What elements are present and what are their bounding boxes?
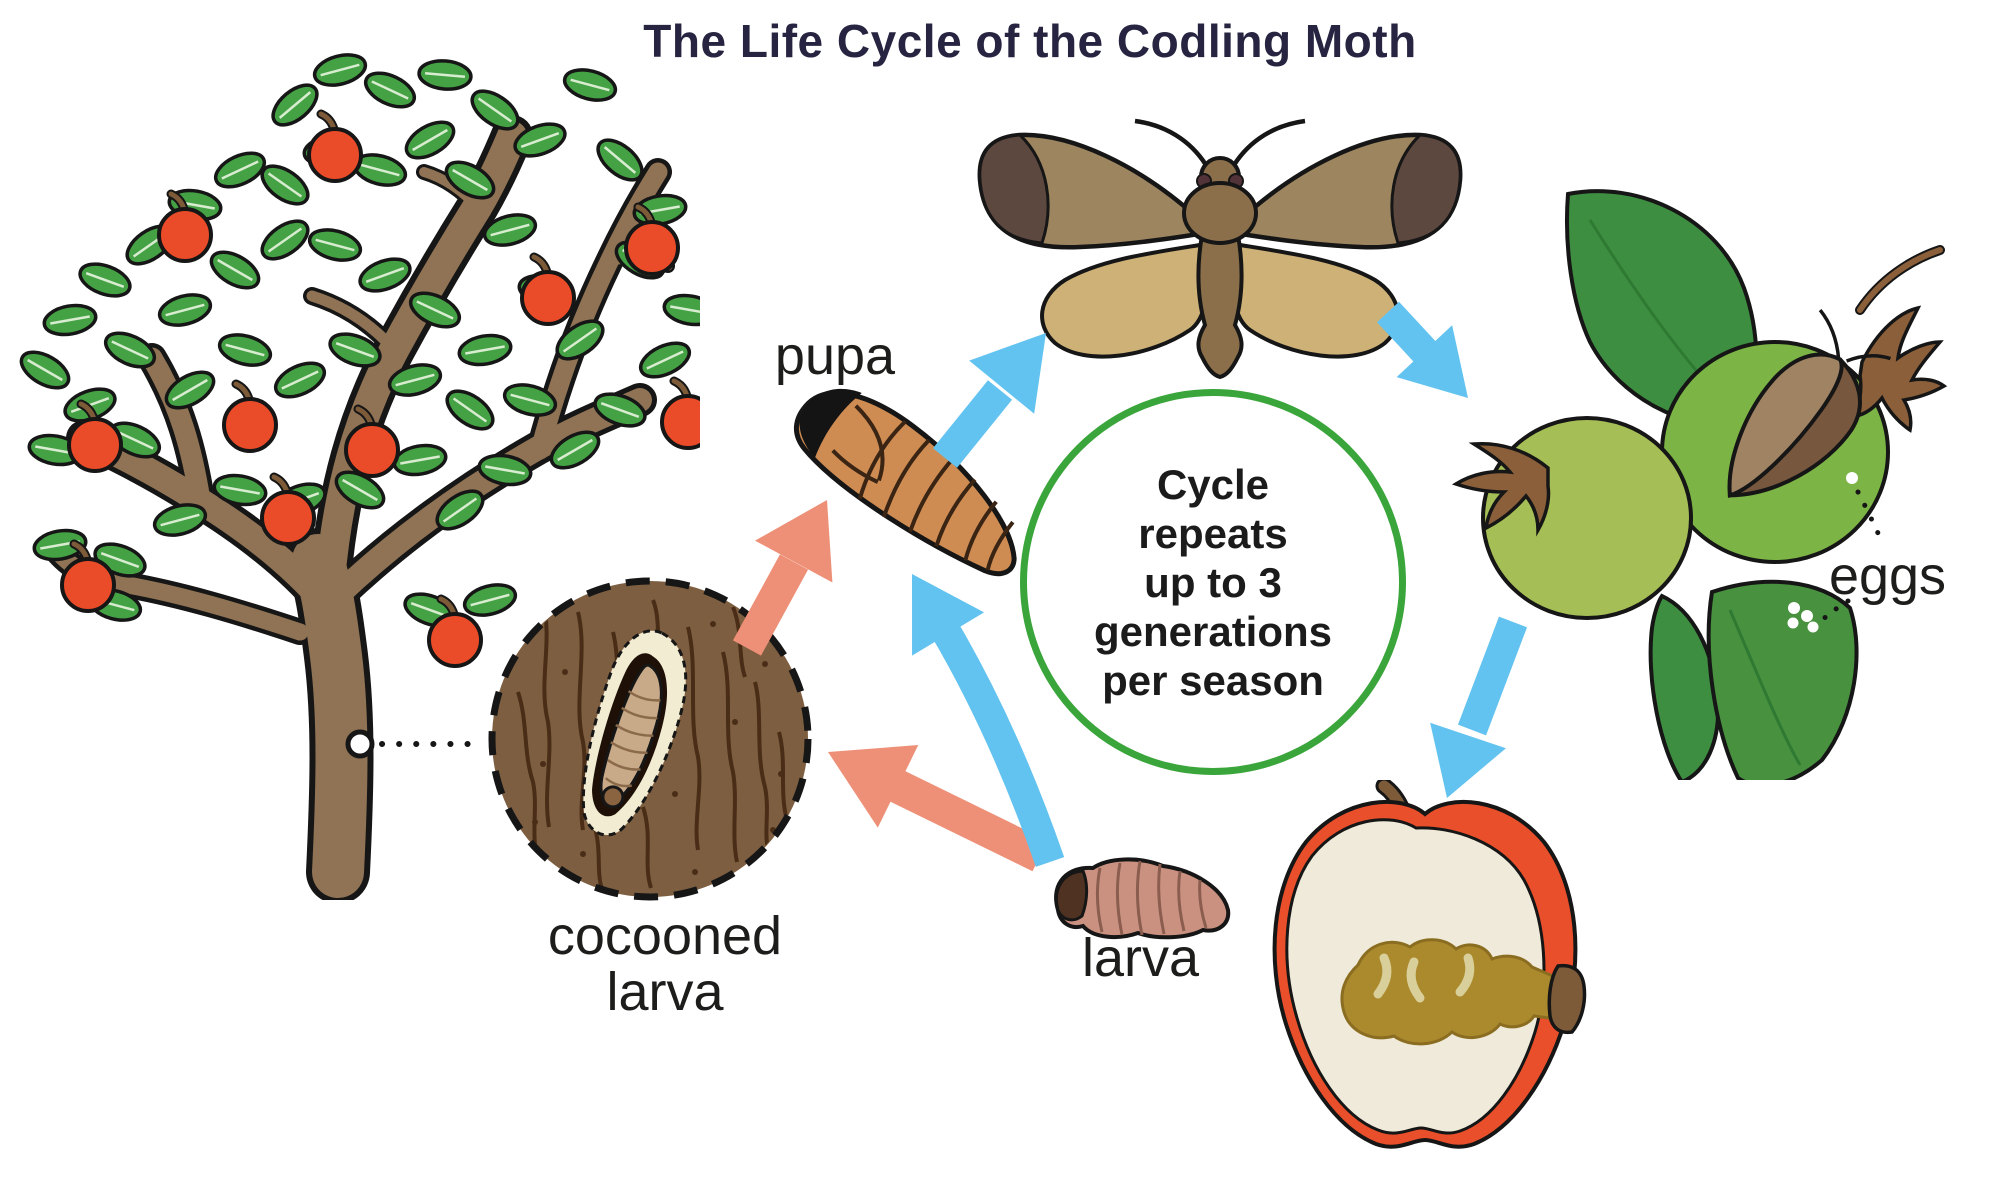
tree-leaves bbox=[13, 47, 700, 634]
tunnel-larva-marks bbox=[1373, 953, 1475, 1003]
pupa-body bbox=[793, 390, 1017, 577]
moth-body bbox=[1182, 156, 1258, 380]
label-eggs: eggs bbox=[1828, 546, 1947, 606]
larva-head bbox=[1055, 869, 1089, 922]
cycle-note-line: Cycle bbox=[1156, 460, 1270, 508]
pupa-illustration bbox=[793, 388, 1017, 577]
fruit-calyx-right bbox=[1853, 305, 1948, 433]
cycle-note-line: generations bbox=[1093, 607, 1333, 655]
cycle-note-line: per season bbox=[1102, 656, 1324, 704]
tunnel-entry-hole bbox=[1547, 963, 1587, 1035]
cocoon bbox=[581, 629, 688, 837]
moth-forewings bbox=[977, 132, 1463, 250]
label-larva: larva bbox=[1081, 928, 1200, 988]
cocooned-larva-bark-inset-illustration bbox=[488, 577, 812, 901]
egg-dot bbox=[1846, 472, 1858, 484]
dashed-inset-border bbox=[488, 577, 812, 901]
apple-tree-illustration bbox=[13, 47, 700, 900]
pupa-head-cap bbox=[799, 388, 862, 458]
damaged-apple-illustration bbox=[1272, 780, 1587, 1149]
cycle-note-circle: Cycle repeats up to 3 generations per se… bbox=[1020, 389, 1406, 775]
lower-leaf-right bbox=[1706, 579, 1859, 780]
lower-leaf-left bbox=[1648, 593, 1721, 780]
label-pupa: pupa bbox=[774, 326, 896, 386]
cycle-note-line: repeats bbox=[1138, 509, 1288, 557]
fruit-calyx-left bbox=[1451, 441, 1551, 537]
return-arrow-larva-to-cocoon bbox=[828, 745, 1048, 872]
cycle-note-line: up to 3 bbox=[1144, 558, 1282, 606]
larva-illustration bbox=[1054, 857, 1231, 940]
page-title: The Life Cycle of the Codling Moth bbox=[643, 15, 1417, 67]
moth-hindwings bbox=[1040, 242, 1400, 359]
adult-moth-illustration bbox=[977, 118, 1463, 380]
resting-moth bbox=[1727, 308, 1891, 499]
cocooned-larva-head bbox=[601, 785, 625, 809]
egg-dots-on-leaf bbox=[1787, 602, 1819, 633]
fruit-twig bbox=[1857, 247, 1943, 313]
label-cocooned-larva: cocooned larva bbox=[547, 906, 783, 1022]
moth-antennae bbox=[1134, 118, 1306, 167]
larva-segments bbox=[1095, 860, 1208, 936]
green-fruit-with-moth-and-eggs-illustration bbox=[1451, 189, 1948, 780]
larva-tunnel bbox=[1340, 938, 1566, 1046]
